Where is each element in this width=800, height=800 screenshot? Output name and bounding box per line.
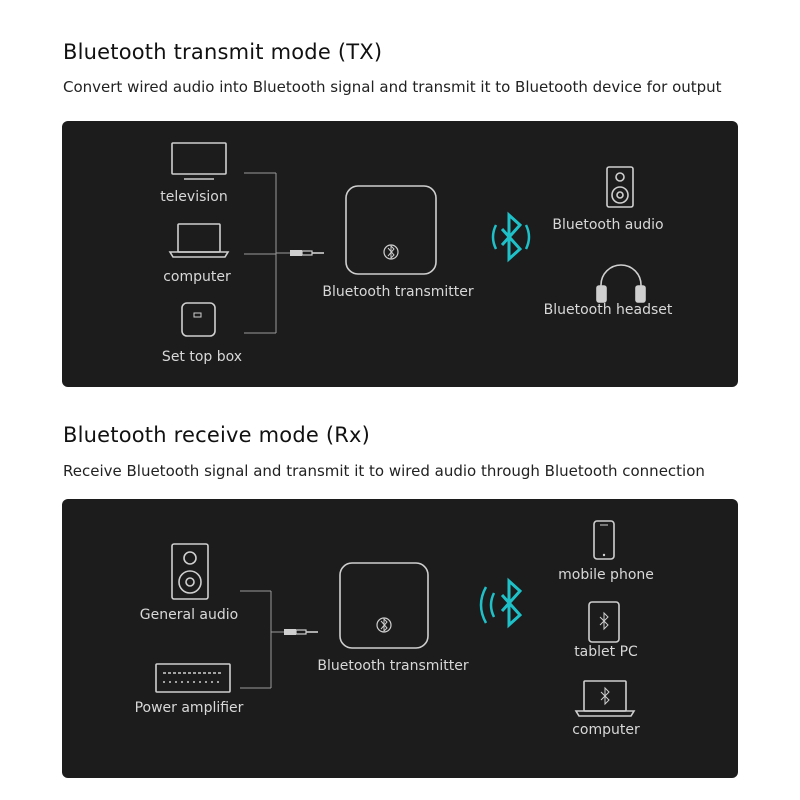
rx-diagram [155,520,636,717]
rx-bluetooth-icon [479,577,523,629]
tx-output-bluetooth-headset: Bluetooth headset [543,302,673,318]
rx-source-computer: computer [572,722,640,738]
rx-source-tablet-pc: tablet PC [574,644,638,660]
rx-panel: General audio Power amplifier Bluetooth … [62,499,738,778]
rx-source-mobile-phone: mobile phone [558,567,654,583]
tx-source-set-top-box: Set top box [161,349,243,365]
tx-transmitter-device [345,185,437,275]
rx-transmitter-device [339,562,429,649]
rx-audio-jack-icon [284,629,318,635]
tx-bluetooth-icon [491,211,531,263]
tablet-icon [588,601,620,643]
tx-title: Bluetooth transmit mode (TX) [63,40,383,64]
tx-diagram [168,142,646,337]
tx-panel: television computer Set top box Bluetoot… [62,121,738,387]
set-top-box-icon [181,302,216,337]
audio-jack-icon [290,250,324,256]
power-amplifier-icon [155,663,231,693]
rx-output-power-amplifier: Power amplifier [134,700,244,716]
television-icon [171,142,227,180]
headset-icon [596,264,646,303]
tx-source-television: television [160,189,228,205]
general-audio-speaker-icon [171,543,209,600]
rx-laptop-icon [574,680,636,717]
rx-output-general-audio: General audio [139,607,239,623]
tx-source-computer: computer [163,269,231,285]
laptop-icon [168,223,230,258]
rx-device-label: Bluetooth transmitter [317,658,469,674]
tx-connector-lines [244,172,290,334]
rx-title: Bluetooth receive mode (Rx) [63,423,371,447]
speaker-icon [606,166,634,208]
tx-output-bluetooth-audio: Bluetooth audio [552,217,664,233]
rx-connector-lines [240,590,284,689]
tx-subtitle: Convert wired audio into Bluetooth signa… [63,78,722,96]
mobile-phone-icon [593,520,615,560]
tx-device-label: Bluetooth transmitter [322,284,474,300]
rx-subtitle: Receive Bluetooth signal and transmit it… [63,462,705,480]
